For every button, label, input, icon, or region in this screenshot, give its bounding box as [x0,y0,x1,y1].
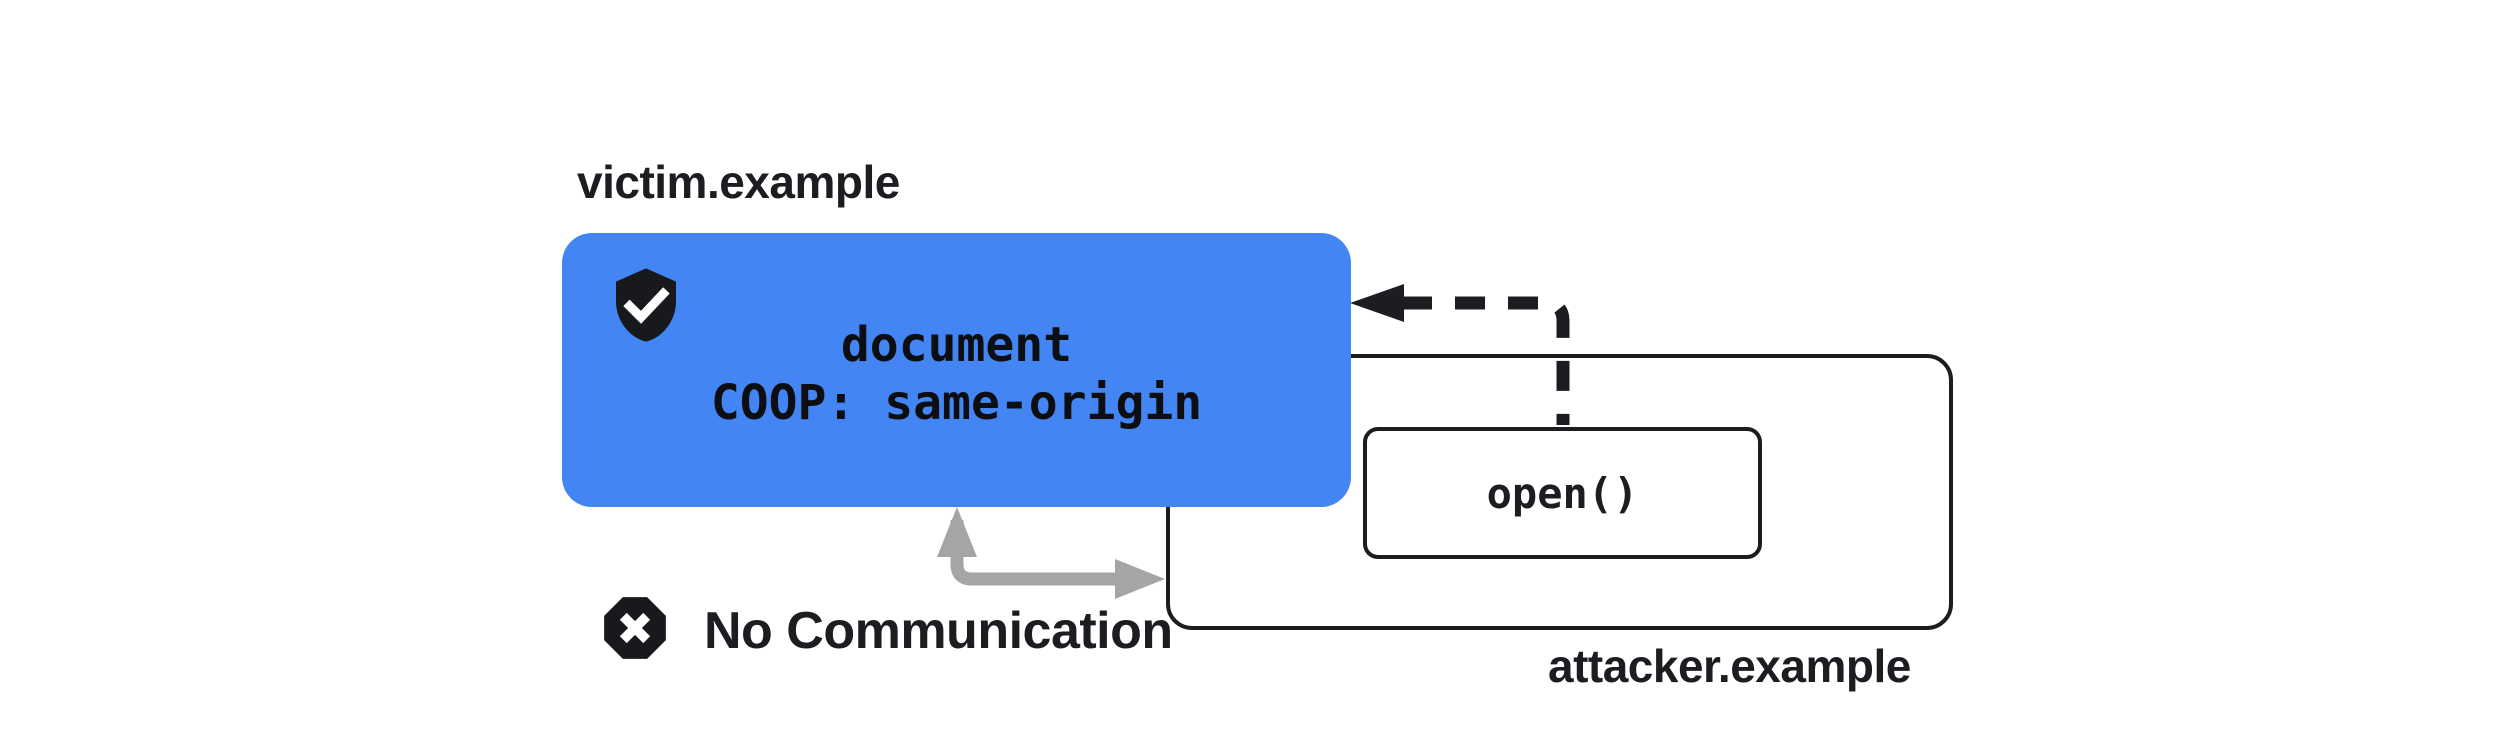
document-label: document [840,317,1073,373]
victim-document-box: document COOP: same-origin [562,233,1351,507]
open-call-label: open() [1486,468,1639,518]
no-communication-label: No Communication [704,602,1173,660]
shield-check-icon [616,268,676,342]
victim-domain-label: victim.example [577,156,900,208]
open-call-box: open() [1363,427,1762,559]
attacker-domain-label: attacker.example [1548,640,1911,692]
octagon-x-icon [604,597,666,659]
coop-header-label: COOP: same-origin [710,375,1203,431]
blocked-communication-arrow [937,507,1165,599]
